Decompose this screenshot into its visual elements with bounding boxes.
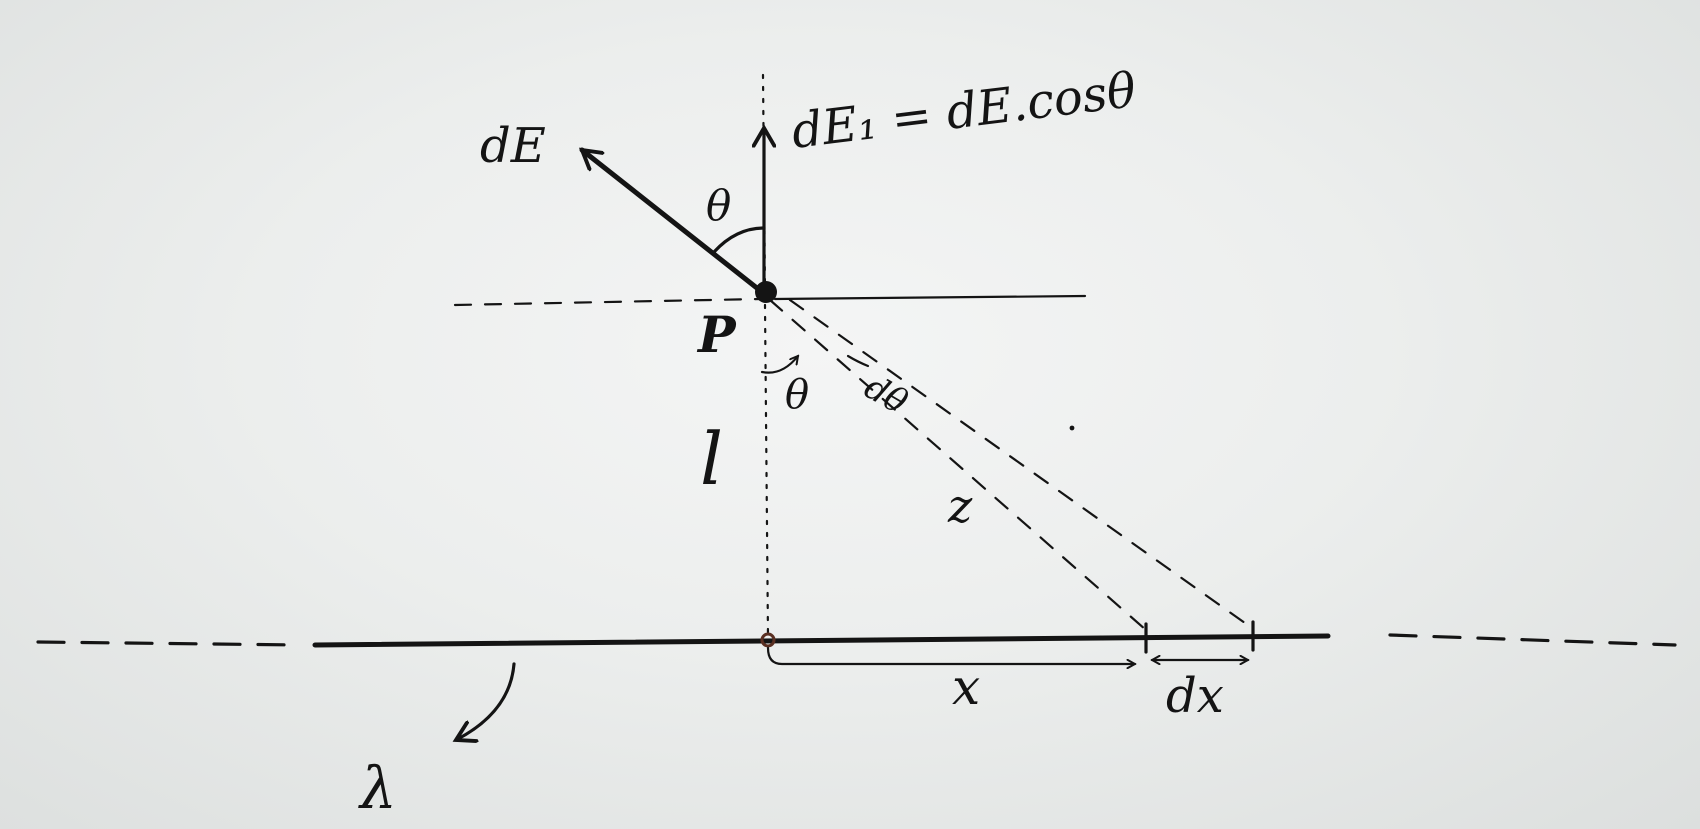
label-length-element: dx [1166, 668, 1224, 724]
angle-increment-arc [846, 354, 870, 368]
label-angle-increment: dθ [858, 367, 915, 423]
point-p [755, 281, 777, 303]
radius-line-to-x-plus-dx [788, 298, 1254, 630]
line-charge-solid [312, 633, 1331, 648]
label-charge-density: λ [358, 754, 397, 822]
label-point-p: P [696, 305, 737, 364]
label-perpendicular-distance: l [700, 417, 723, 501]
label-field-element: dE [480, 118, 546, 174]
distance-x-arrow [766, 646, 1135, 664]
label-field-component: dE₁ = dE.cosθ [789, 62, 1139, 160]
label-hypotenuse: z [947, 479, 973, 533]
label-position-along-line: x [952, 658, 980, 716]
perpendicular-distance-line [763, 303, 770, 640]
label-angle-bottom: θ [785, 372, 809, 418]
field-element-arrow [582, 147, 765, 295]
stray-ink-dot [1069, 425, 1075, 431]
reference-line-through-p-solid [773, 294, 1087, 301]
label-angle-top: θ [706, 181, 731, 230]
angle-arc-bottom [760, 356, 798, 374]
reference-line-through-p-dashed [453, 297, 762, 307]
line-charge-left-dashed [36, 640, 302, 647]
radius-line-to-x [768, 298, 1148, 632]
charge-density-pointer-arrow [456, 662, 516, 740]
foot-of-perpendicular [760, 632, 776, 648]
angle-arc-top [712, 226, 766, 254]
line-charge-right-dashed [1388, 633, 1677, 647]
